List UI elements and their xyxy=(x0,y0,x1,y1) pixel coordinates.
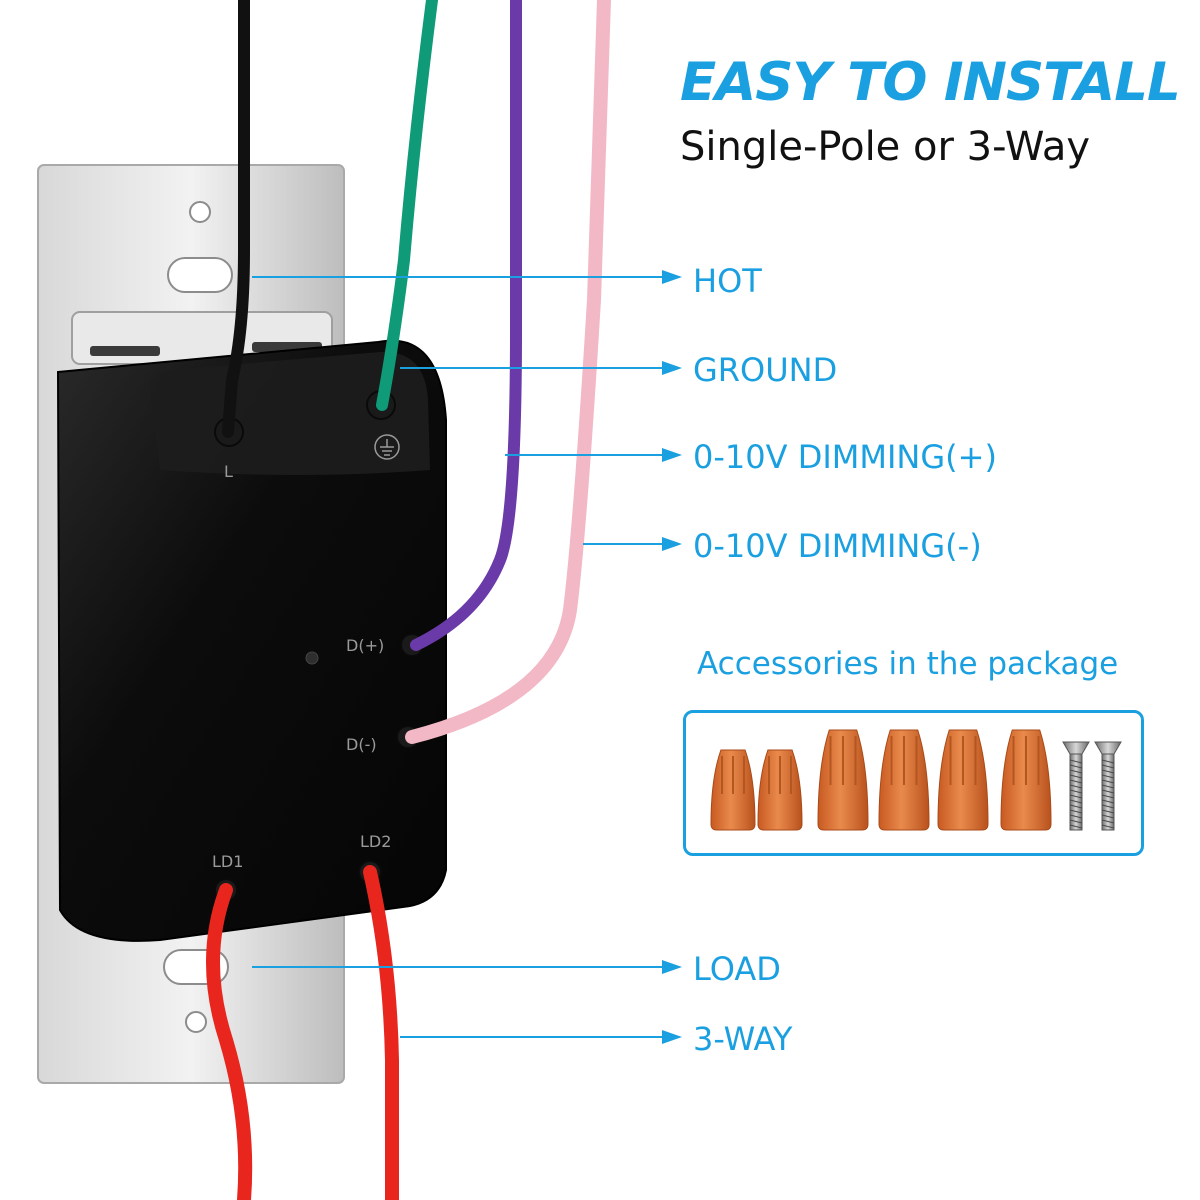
ground-wire xyxy=(376,0,438,411)
terminal-label-ld2: LD2 xyxy=(360,832,392,851)
terminal-label-ld1: LD1 xyxy=(212,852,244,871)
subheadline: Single-Pole or 3-Way xyxy=(680,124,1091,170)
arrow-right-icon xyxy=(662,448,682,462)
callout-ground xyxy=(400,361,682,375)
label-ground: GROUND xyxy=(693,351,838,389)
wire-nut-icon xyxy=(937,729,989,831)
callout-dim-plus xyxy=(505,448,682,462)
wires xyxy=(206,0,611,1200)
callout-dim-minus xyxy=(583,537,682,551)
label-dim-minus: 0-10V DIMMING(-) xyxy=(693,527,982,565)
accessories-items xyxy=(710,729,1122,831)
callouts xyxy=(252,270,682,1044)
wire-nut-icon xyxy=(757,749,803,831)
arrow-right-icon xyxy=(662,361,682,375)
label-dim-plus: 0-10V DIMMING(+) xyxy=(693,438,997,476)
mounting-hole-icon xyxy=(189,201,211,223)
dim-minus-wire xyxy=(405,0,611,744)
three-way-wire xyxy=(363,865,399,1200)
switch-body xyxy=(56,339,447,942)
callout-hot xyxy=(252,270,682,284)
screw-icon xyxy=(1062,741,1090,831)
arrow-right-icon xyxy=(662,1030,682,1044)
label-three-way: 3-WAY xyxy=(693,1020,793,1058)
ground-symbol-icon xyxy=(374,434,400,460)
callout-three-way xyxy=(400,1030,682,1044)
arrow-right-icon xyxy=(662,270,682,284)
headline: EASY TO INSTALL xyxy=(680,52,1181,113)
hot-wire xyxy=(222,0,250,438)
accessories-box xyxy=(683,710,1144,856)
dim-plus-wire xyxy=(410,0,522,651)
arrow-right-icon xyxy=(662,960,682,974)
terminal-label-dim-minus: D(-) xyxy=(346,735,377,754)
wire-nut-icon xyxy=(817,729,869,831)
arrow-right-icon xyxy=(662,537,682,551)
wire-nut-icon xyxy=(1000,729,1052,831)
terminal-label-line: L xyxy=(224,462,233,481)
indicator-led-icon xyxy=(305,651,319,665)
accessories-title: Accessories in the package xyxy=(697,646,1119,682)
terminal-label-dim-plus: D(+) xyxy=(346,636,385,655)
wire-nut-icon xyxy=(878,729,930,831)
mounting-slot-icon xyxy=(167,257,233,293)
label-load: LOAD xyxy=(693,950,781,988)
label-hot: HOT xyxy=(693,262,762,300)
wire-nut-icon xyxy=(710,749,756,831)
load-wire xyxy=(206,883,253,1200)
screw-icon xyxy=(1094,741,1122,831)
mounting-hole-icon xyxy=(185,1011,207,1033)
callout-load xyxy=(252,960,682,974)
